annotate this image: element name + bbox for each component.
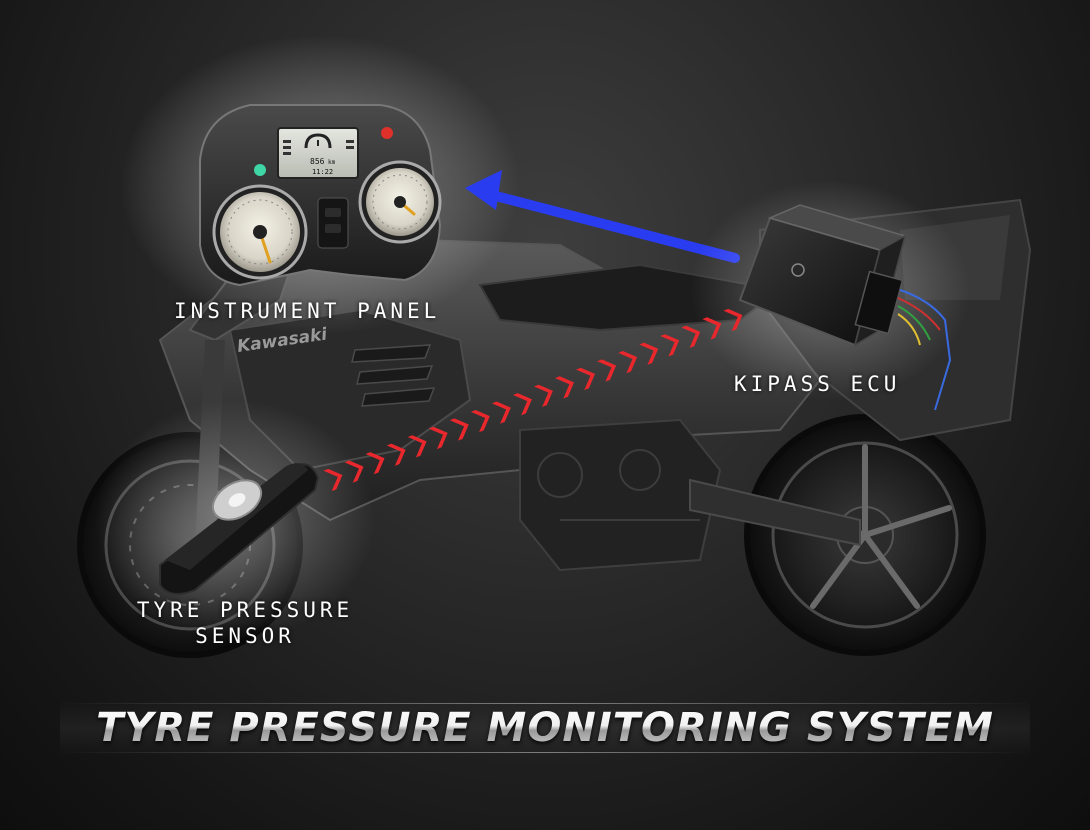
chevron-arrow-icon [470, 410, 490, 433]
chevron-arrow-icon [365, 452, 385, 475]
chevron-arrow-icon [597, 359, 617, 382]
title-divider-bottom [60, 752, 1030, 753]
chevron-arrow-icon [639, 342, 659, 365]
title-banner [60, 700, 1030, 756]
chevron-arrow-icon [723, 308, 743, 332]
chevron-arrow-icon [512, 393, 532, 416]
odometer-value: 856 [310, 157, 325, 166]
speedometer-dial [212, 184, 308, 280]
title-divider-top [60, 703, 1030, 704]
ecu-module-image [738, 204, 952, 411]
red-indicator-light [381, 127, 393, 139]
chevron-arrow-group [323, 308, 743, 492]
chevron-arrow-icon [660, 334, 680, 357]
chevron-arrow-icon [344, 460, 364, 483]
green-indicator-light [254, 164, 266, 176]
chevron-arrow-icon [323, 468, 343, 492]
chevron-arrow-icon [407, 435, 427, 458]
chevron-arrow-icon [702, 317, 722, 340]
tyre-warning-icon [304, 133, 332, 149]
tyre-sensor-label-line2: SENSOR [195, 624, 295, 648]
chevron-arrow-icon [428, 426, 448, 450]
instrument-panel-image: 856 km 11:22 [199, 104, 442, 287]
chevron-arrow-icon [491, 401, 511, 424]
lcd-display [277, 127, 359, 179]
tyre-sensor-image [159, 463, 320, 595]
chevron-arrow-icon [449, 418, 469, 441]
tyre-sensor-label: TYRE PRESSURE SENSOR [110, 597, 380, 649]
odometer-unit: km [328, 159, 336, 166]
diagram-title: TYRE PRESSURE MONITORING SYSTEM [0, 704, 1090, 752]
chevron-arrow-icon [576, 367, 596, 391]
tyre-sensor-label-line1: TYRE PRESSURE [136, 598, 354, 622]
chevron-arrow-icon [681, 325, 701, 348]
tachometer-dial [358, 160, 442, 244]
chevron-arrow-icon [533, 384, 553, 407]
clock-value: 11:22 [312, 168, 333, 176]
instrument-panel-label: INSTRUMENT PANEL [174, 299, 441, 323]
chevron-arrow-icon [618, 351, 638, 374]
chevron-arrow-icon [386, 443, 406, 466]
blue-arrow-icon [465, 170, 740, 263]
ecu-label: KIPASS ECU [734, 372, 901, 396]
chevron-arrow-icon [555, 376, 575, 399]
